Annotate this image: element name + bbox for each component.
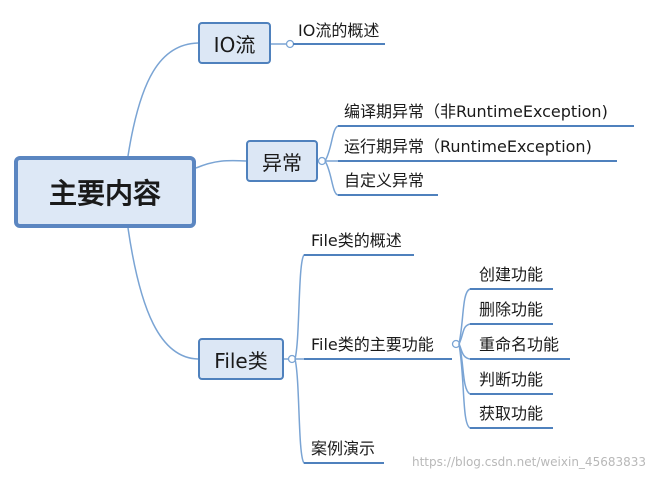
connector-root-io <box>127 42 199 157</box>
connector-root-exception <box>195 159 247 169</box>
leaf-func-delete[interactable]: 删除功能 <box>479 300 544 319</box>
connector-file-child-1 <box>294 254 414 360</box>
leaf-file-overview[interactable]: File类的概述 <box>311 231 402 250</box>
connector-file-child-3 <box>294 358 384 464</box>
functions-collapse-dot[interactable] <box>451 339 461 349</box>
leaf-file-functions[interactable]: File类的主要功能 <box>311 335 434 354</box>
branch-exception[interactable]: 异常 <box>246 140 318 182</box>
leaf-exc-runtime[interactable]: 运行期异常（RuntimeException) <box>344 137 592 156</box>
connector-exc-child-3 <box>324 160 438 196</box>
branch-io[interactable]: IO流 <box>198 22 271 64</box>
leaf-exc-custom[interactable]: 自定义异常 <box>344 171 425 190</box>
connector-func-5 <box>458 343 553 429</box>
root-node[interactable]: 主要内容 <box>14 156 196 228</box>
leaf-file-demo[interactable]: 案例演示 <box>311 439 376 458</box>
leaf-func-get[interactable]: 获取功能 <box>479 404 544 423</box>
connector-func-1 <box>458 288 553 345</box>
connector-exc-child-1 <box>324 125 634 162</box>
leaf-func-create[interactable]: 创建功能 <box>479 265 544 284</box>
io-collapse-dot[interactable] <box>285 39 295 49</box>
leaf-exc-checked[interactable]: 编译期异常（非RuntimeException) <box>344 102 608 121</box>
leaf-io-overview[interactable]: IO流的概述 <box>298 21 380 40</box>
watermark-url: https://blog.csdn.net/weixin_45683833 <box>412 455 647 469</box>
connector-root-file <box>127 227 199 360</box>
exception-collapse-dot[interactable] <box>317 156 327 166</box>
leaf-func-rename[interactable]: 重命名功能 <box>479 335 560 354</box>
connector-func-2 <box>458 323 553 345</box>
branch-file[interactable]: File类 <box>198 338 284 380</box>
file-collapse-dot[interactable] <box>287 354 297 364</box>
leaf-func-judge[interactable]: 判断功能 <box>479 370 544 389</box>
